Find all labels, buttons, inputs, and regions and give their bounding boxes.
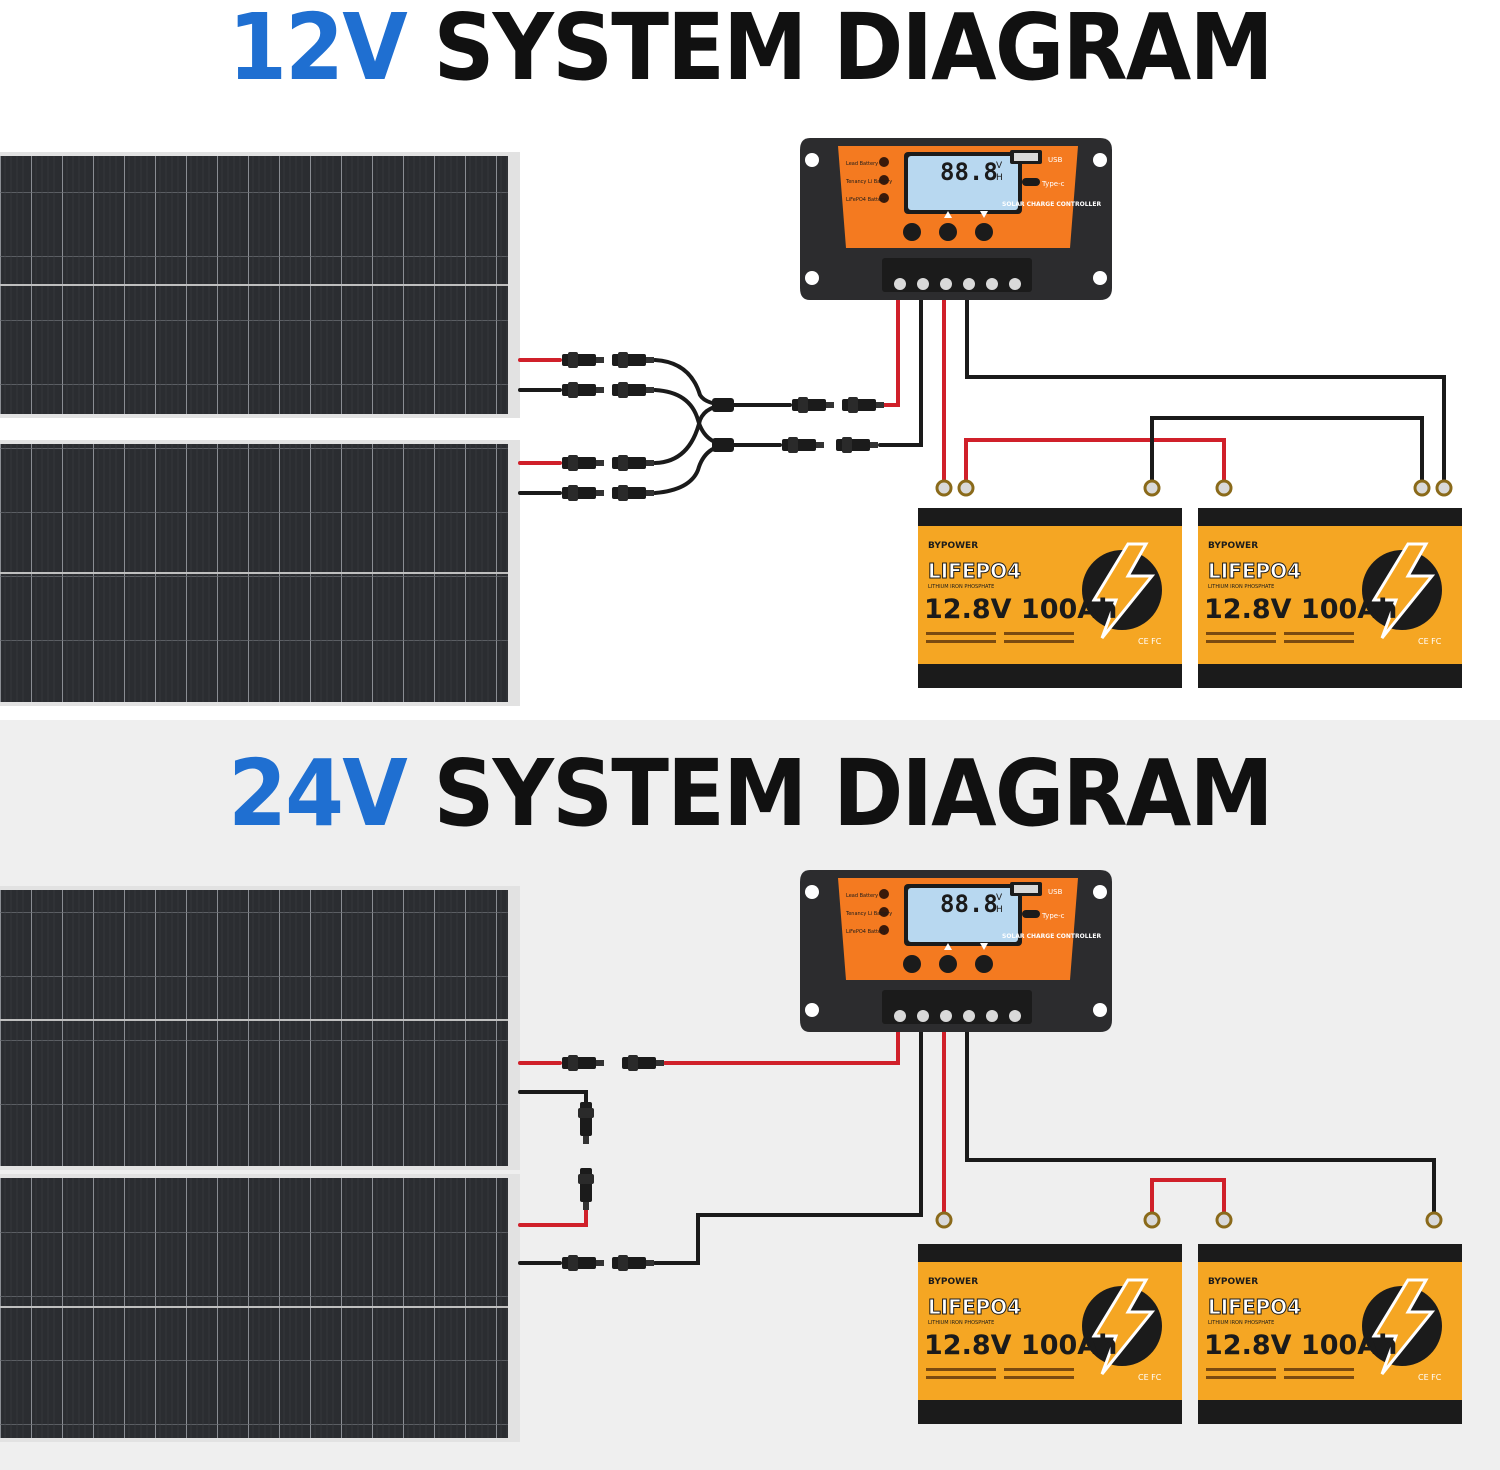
lcd-unit-v: V bbox=[996, 893, 1003, 903]
battery-type-lead: Lead Battery bbox=[846, 893, 878, 899]
typec-label: Type-c bbox=[1041, 180, 1065, 188]
diagram-12v-art: 88.8 V H Lead Battery Tenancy Li Battery… bbox=[0, 138, 1464, 706]
battery-12v-1: BYPOWER LIFEPO4 LITHIUM IRON PHOSPHATE 1… bbox=[916, 506, 1184, 690]
diagram-24v-section: 24V SYSTEM DIAGRAM bbox=[0, 720, 1500, 1470]
diagram-title-24v: 24V SYSTEM DIAGRAM bbox=[60, 748, 1440, 840]
usb-label: USB bbox=[1048, 156, 1063, 164]
battery-cert: CE FC bbox=[1418, 1373, 1442, 1382]
title-text: SYSTEM DIAGRAM bbox=[433, 740, 1274, 847]
diagram-24v-art: 88.8 V H Lead Battery Tenancy Li Battery… bbox=[0, 870, 1464, 1442]
wiring-12v bbox=[518, 298, 1446, 495]
usb-label: USB bbox=[1048, 888, 1063, 896]
charge-controller-24v: 88.8 V H Lead Battery Tenancy Li Battery… bbox=[800, 870, 1112, 1032]
charge-controller-12v: 88.8 V H Lead Battery Tenancy Li Battery… bbox=[800, 138, 1112, 300]
title-text: SYSTEM DIAGRAM bbox=[433, 0, 1274, 101]
battery-chemistry-sub: LITHIUM IRON PHOSPHATE bbox=[1208, 1320, 1274, 1326]
battery-rating: 12.8V 100Ah bbox=[924, 1330, 1117, 1361]
battery-rating: 12.8V 100Ah bbox=[1204, 1330, 1397, 1361]
battery-chemistry-sub: LITHIUM IRON PHOSPHATE bbox=[928, 1320, 994, 1326]
battery-24v-2: BYPOWER LIFEPO4 LITHIUM IRON PHOSPHATE 1… bbox=[1196, 1242, 1464, 1426]
battery-type-li: Tenancy Li Battery bbox=[845, 179, 892, 185]
battery-brand: BYPOWER bbox=[1208, 541, 1258, 551]
voltage-label: 24V bbox=[228, 740, 408, 847]
controller-label: SOLAR CHARGE CONTROLLER bbox=[1002, 201, 1101, 208]
diagram-12v-section: 12V SYSTEM DIAGRAM bbox=[0, 0, 1500, 720]
solar-panel-4 bbox=[0, 1174, 520, 1442]
diagram-title-12v: 12V SYSTEM DIAGRAM bbox=[60, 2, 1440, 94]
battery-12v-2: BYPOWER LIFEPO4 LITHIUM IRON PHOSPHATE 1… bbox=[1196, 506, 1464, 690]
controller-label: SOLAR CHARGE CONTROLLER bbox=[1002, 933, 1101, 940]
solar-panel-3 bbox=[0, 886, 520, 1170]
battery-24v-1: BYPOWER LIFEPO4 LITHIUM IRON PHOSPHATE 1… bbox=[916, 1242, 1184, 1426]
battery-chemistry: LIFEPO4 bbox=[928, 1295, 1021, 1319]
lcd-reading: 88.8 bbox=[940, 158, 998, 186]
battery-type-lifepo4: LiFePO4 Battery bbox=[846, 197, 886, 203]
battery-brand: BYPOWER bbox=[928, 1277, 978, 1287]
battery-cert: CE FC bbox=[1138, 637, 1162, 646]
battery-chemistry: LIFEPO4 bbox=[1208, 559, 1301, 583]
battery-chemistry-sub: LITHIUM IRON PHOSPHATE bbox=[928, 584, 994, 590]
battery-cert: CE FC bbox=[1418, 637, 1442, 646]
mc4-connectors-12v bbox=[562, 352, 884, 501]
battery-brand: BYPOWER bbox=[928, 541, 978, 551]
battery-cert: CE FC bbox=[1138, 1373, 1162, 1382]
lcd-unit-h: H bbox=[996, 905, 1003, 915]
battery-type-lead: Lead Battery bbox=[846, 161, 878, 167]
solar-panel-2 bbox=[0, 440, 520, 706]
voltage-label: 12V bbox=[228, 0, 408, 101]
wiring-24v bbox=[518, 1030, 1436, 1265]
battery-terminals-12v bbox=[935, 479, 1453, 497]
lcd-reading: 88.8 bbox=[940, 890, 998, 918]
battery-chemistry: LIFEPO4 bbox=[928, 559, 1021, 583]
battery-type-lifepo4: LiFePO4 Battery bbox=[846, 929, 886, 935]
lcd-unit-h: H bbox=[996, 173, 1003, 183]
battery-rating: 12.8V 100Ah bbox=[1204, 594, 1397, 625]
battery-chemistry-sub: LITHIUM IRON PHOSPHATE bbox=[1208, 584, 1274, 590]
battery-terminals-24v bbox=[935, 1211, 1443, 1229]
solar-panel-1 bbox=[0, 152, 520, 418]
battery-type-li: Tenancy Li Battery bbox=[845, 911, 892, 917]
lcd-unit-v: V bbox=[996, 161, 1003, 171]
mc4-connectors-24v bbox=[562, 1055, 664, 1271]
battery-rating: 12.8V 100Ah bbox=[924, 594, 1117, 625]
battery-brand: BYPOWER bbox=[1208, 1277, 1258, 1287]
battery-chemistry: LIFEPO4 bbox=[1208, 1295, 1301, 1319]
typec-label: Type-c bbox=[1041, 912, 1065, 920]
